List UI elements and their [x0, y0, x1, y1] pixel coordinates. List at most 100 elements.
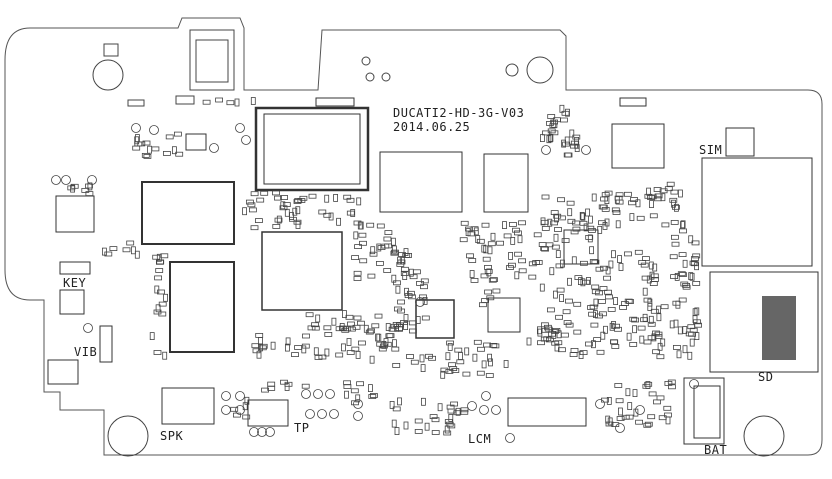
passive-component — [155, 259, 164, 265]
passive-component — [624, 251, 632, 257]
sd-pad — [762, 296, 796, 360]
passive-component — [601, 192, 610, 198]
passive-component — [355, 350, 361, 359]
passive-component — [599, 286, 608, 291]
passive-component — [656, 305, 661, 314]
passive-component — [175, 151, 184, 157]
passive-component — [155, 304, 161, 313]
passive-component — [624, 191, 632, 197]
passive-component — [663, 405, 672, 411]
passive-component — [256, 197, 265, 203]
passive-component — [635, 419, 643, 425]
passive-component — [464, 347, 470, 356]
passive-component — [572, 220, 580, 226]
passive-component — [688, 235, 694, 244]
test-pad — [149, 125, 159, 135]
test-pad — [415, 297, 425, 307]
passive-component — [420, 364, 426, 373]
passive-component — [670, 274, 678, 280]
passive-component — [598, 298, 606, 304]
passive-component — [689, 327, 698, 333]
passive-component — [675, 300, 681, 309]
test-pad — [467, 401, 477, 411]
passive-component — [596, 349, 605, 355]
passive-component — [677, 326, 683, 335]
passive-component — [284, 343, 290, 352]
passive-component — [642, 313, 648, 322]
passive-component — [585, 234, 594, 240]
passive-component — [591, 193, 597, 202]
passive-component — [409, 274, 418, 280]
passive-component — [579, 220, 588, 226]
passive-component — [408, 320, 417, 326]
passive-component — [126, 240, 135, 246]
passive-component — [544, 324, 552, 330]
passive-component — [149, 332, 155, 341]
passive-component — [153, 350, 162, 355]
passive-component — [607, 417, 613, 426]
passive-component — [650, 273, 659, 279]
test-pad — [479, 405, 489, 415]
passive-component — [343, 326, 352, 332]
passive-component — [610, 339, 619, 345]
passive-component — [456, 359, 465, 365]
passive-component — [553, 233, 559, 242]
passive-component — [404, 287, 409, 296]
passive-component — [342, 310, 347, 319]
passive-component — [276, 215, 282, 224]
passive-component — [546, 337, 554, 343]
passive-component — [487, 353, 493, 362]
passive-component — [673, 344, 681, 350]
passive-component — [601, 397, 609, 403]
passive-component — [301, 383, 310, 389]
passive-component — [397, 256, 403, 265]
passive-component — [272, 190, 280, 196]
passive-component — [541, 194, 550, 200]
passive-component — [508, 251, 514, 260]
passive-component — [552, 327, 561, 333]
passive-component — [649, 213, 658, 219]
passive-component — [649, 281, 658, 287]
passive-component — [614, 195, 623, 201]
passive-component — [454, 347, 463, 353]
test-pad — [481, 391, 491, 401]
passive-component — [518, 268, 527, 274]
passive-component — [604, 218, 610, 227]
passive-component — [671, 234, 679, 240]
passive-component — [202, 99, 211, 105]
passive-component — [540, 217, 546, 226]
passive-component — [476, 238, 485, 244]
passive-component — [593, 337, 601, 343]
passive-component — [647, 298, 653, 307]
passive-component — [445, 352, 451, 361]
passive-component — [230, 406, 239, 412]
passive-component — [617, 255, 622, 264]
passive-component — [242, 207, 248, 216]
passive-component — [694, 307, 700, 316]
passive-component — [252, 348, 261, 354]
passive-component — [343, 194, 352, 200]
passive-component — [324, 194, 330, 203]
passive-component — [570, 229, 579, 235]
passive-component — [537, 326, 542, 335]
passive-component — [375, 333, 381, 342]
passive-component — [294, 345, 303, 350]
passive-component — [163, 293, 169, 302]
passive-component — [104, 251, 113, 257]
passive-component — [607, 306, 616, 312]
passive-component — [632, 325, 637, 334]
passive-component — [171, 146, 177, 155]
passive-component — [333, 193, 339, 202]
passive-component — [664, 412, 672, 418]
passive-component — [656, 313, 662, 322]
passive-component — [392, 362, 401, 368]
passive-component — [468, 258, 477, 263]
passive-component — [514, 230, 522, 236]
passive-component — [308, 193, 317, 199]
passive-component — [595, 290, 603, 296]
passive-component — [565, 322, 574, 328]
passive-component — [437, 403, 443, 412]
passive-component — [395, 326, 404, 332]
passive-component — [690, 261, 699, 267]
passive-component — [556, 330, 562, 339]
